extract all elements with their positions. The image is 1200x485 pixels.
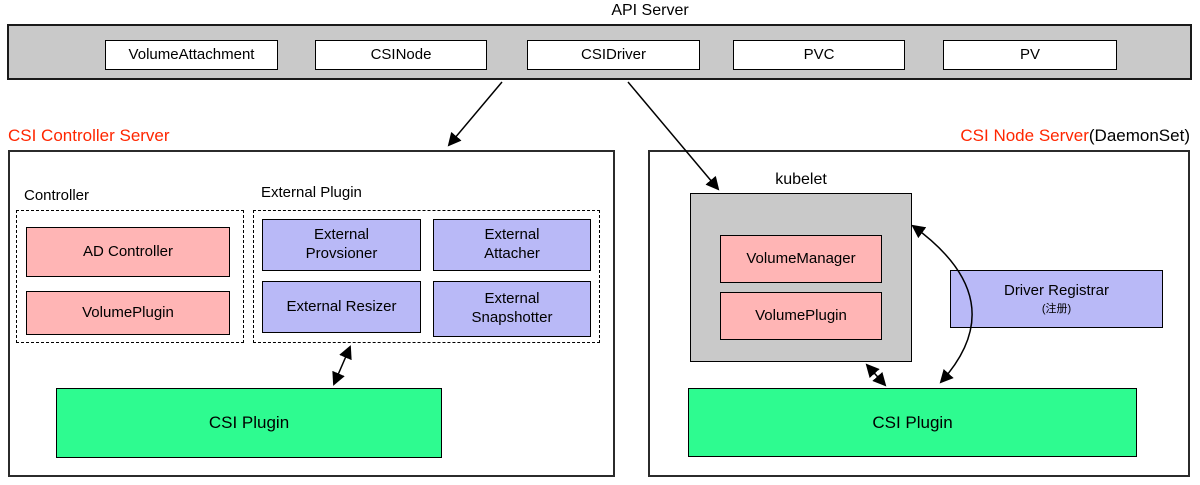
controller-group-label: Controller (24, 187, 90, 204)
driver-registrar-subtitle: (注册) (1041, 302, 1072, 315)
external-snapshotter-box: External Snapshotter (433, 281, 591, 337)
external-attacher-box: External Attacher (433, 219, 591, 271)
resource-pvc: PVC (733, 40, 905, 70)
controller-server-label: CSI Controller Server (8, 126, 170, 145)
arrow-apiserver-to-controller (447, 81, 503, 147)
resource-pv: PV (943, 40, 1117, 70)
kubelet-label: kubelet (775, 171, 827, 188)
external-plugin-label: External Plugin (261, 184, 362, 201)
resource-csidriver: CSIDriver (527, 40, 700, 70)
node-server-label-red: CSI Node Server (960, 126, 1089, 145)
api-server-title: API Server (611, 2, 689, 19)
driver-registrar-box: Driver Registrar (注册) (950, 270, 1163, 328)
ad-controller-box: AD Controller (26, 227, 230, 277)
resource-volumeattachment: VolumeAttachment (105, 40, 278, 70)
external-resizer-box: External Resizer (262, 281, 421, 333)
node-server-label: CSI Node Server(DaemonSet) (850, 126, 1190, 146)
csi-plugin-node-box: CSI Plugin (688, 388, 1137, 457)
node-server-label-black: (DaemonSet) (1088, 126, 1190, 145)
driver-registrar-title: Driver Registrar (1003, 281, 1109, 299)
volumeplugin-controller-box: VolumePlugin (26, 291, 230, 335)
external-plugin-box (253, 210, 600, 343)
csi-plugin-controller-box: CSI Plugin (56, 388, 442, 458)
volumeplugin-node-box: VolumePlugin (720, 292, 882, 340)
external-provisioner-box: External Provsioner (262, 219, 421, 271)
controller-group-box (16, 210, 244, 343)
volumemanager-box: VolumeManager (720, 235, 882, 283)
resource-csinode: CSINode (315, 40, 487, 70)
